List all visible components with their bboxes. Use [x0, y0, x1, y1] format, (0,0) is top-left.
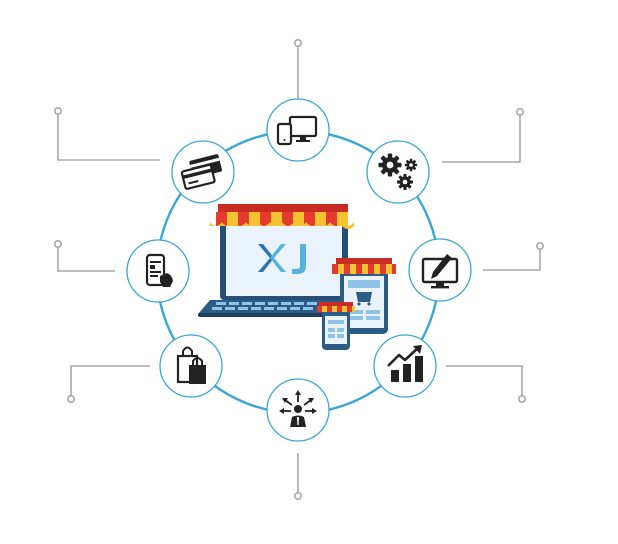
design-monitor-icon — [421, 254, 459, 289]
node-customer — [266, 378, 330, 442]
connector-top-right — [442, 114, 521, 163]
phone-content — [328, 320, 344, 338]
connector-dot — [517, 394, 526, 403]
node-mobile-payment — [126, 239, 190, 303]
connector-dot — [515, 108, 524, 117]
node-shopping — [159, 334, 223, 398]
connector-dot — [293, 38, 302, 47]
xj-logo: XJ — [258, 244, 306, 274]
network-person-icon — [279, 390, 317, 427]
connector-right — [483, 248, 541, 271]
tablet-content — [348, 280, 380, 320]
connector-bottom-left — [70, 365, 150, 397]
devices-icon — [276, 115, 318, 146]
node-cards — [171, 140, 235, 204]
node-devices — [266, 98, 330, 162]
growth-chart-icon — [387, 345, 423, 382]
laptop-display — [226, 222, 342, 296]
credit-cards-icon — [180, 154, 222, 190]
connector-dot — [53, 107, 62, 116]
connector-top-left — [57, 113, 160, 161]
connector-bottom-right — [446, 365, 523, 397]
connector-dot — [53, 240, 62, 249]
gears-icon — [378, 153, 418, 190]
shopping-bag-icon — [176, 346, 206, 384]
laptop-awning — [210, 204, 354, 229]
mobile-payment-icon — [145, 253, 173, 287]
node-settings — [366, 140, 430, 204]
connector-dot — [535, 242, 544, 251]
node-design — [408, 238, 472, 302]
keyboard-keys — [212, 302, 317, 310]
connector-dot — [293, 491, 302, 500]
phone-awning — [317, 302, 355, 312]
connector-dot — [67, 394, 76, 403]
center-illustration: XJ — [198, 204, 396, 350]
node-growth — [373, 334, 437, 398]
connector-lines — [53, 38, 544, 500]
connector-left — [57, 246, 115, 272]
tablet-awning — [332, 258, 396, 274]
